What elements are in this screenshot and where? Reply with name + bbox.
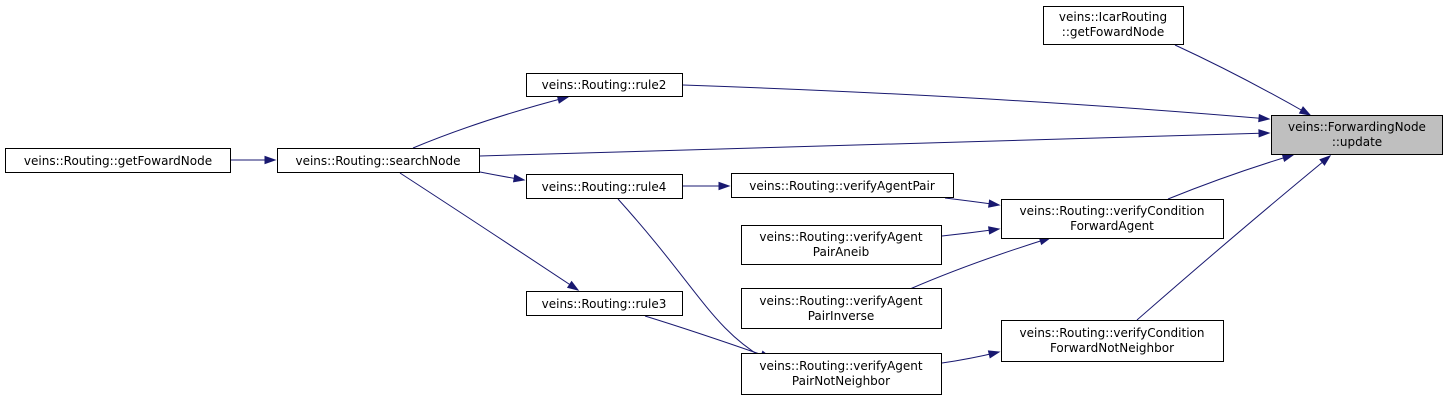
node-box bbox=[1043, 6, 1184, 45]
node-label: veins::Routing::verifyAgentPair bbox=[749, 179, 935, 193]
node-rule4[interactable]: veins::Routing::rule4 bbox=[526, 174, 683, 199]
node-box bbox=[277, 148, 480, 173]
edge-line bbox=[682, 84, 1270, 120]
node-verifyagent-pairnotneighbor[interactable]: veins::Routing::verifyAgent PairNotNeigh… bbox=[741, 353, 942, 395]
edges-layer bbox=[230, 44, 1332, 364]
node-icar-getfowardnode[interactable]: veins::IcarRouting ::getFowardNode bbox=[1043, 6, 1184, 45]
node-label: veins::Routing::rule3 bbox=[542, 297, 667, 311]
node-box bbox=[741, 288, 942, 329]
node-box bbox=[526, 291, 683, 316]
node-label: veins::Routing::rule2 bbox=[542, 78, 667, 92]
node-label: PairNotNeighbor bbox=[792, 374, 890, 388]
node-label: veins::IcarRouting bbox=[1059, 10, 1167, 24]
node-label: veins::Routing::rule4 bbox=[542, 180, 667, 194]
node-box bbox=[1001, 199, 1224, 239]
arrowhead bbox=[1281, 154, 1295, 163]
node-rule2[interactable]: veins::Routing::rule2 bbox=[526, 73, 683, 97]
node-box bbox=[1001, 320, 1224, 362]
node-label: veins::Routing::verifyCondition bbox=[1020, 204, 1205, 218]
node-label: ::getFowardNode bbox=[1062, 25, 1164, 39]
edge-line bbox=[479, 132, 1270, 157]
node-box bbox=[5, 148, 231, 173]
node-label: veins::Routing::verifyCondition bbox=[1020, 326, 1205, 340]
edge-searchnode-to-rule2 bbox=[412, 95, 570, 149]
edge-line bbox=[644, 315, 772, 359]
node-label: PairAneib bbox=[813, 245, 869, 259]
nodes-layer: veins::ForwardingNode ::update veins::Ic… bbox=[5, 6, 1443, 395]
edge-line bbox=[909, 237, 1051, 290]
arrowhead bbox=[1319, 155, 1332, 166]
edge-verifycondition_forwardagent-to-forwarding_update bbox=[1167, 154, 1295, 200]
edge-line bbox=[412, 96, 569, 149]
node-searchnode[interactable]: veins::Routing::searchNode bbox=[277, 148, 480, 173]
arrowhead bbox=[988, 226, 1001, 235]
edge-rule2-to-forwarding_update bbox=[682, 84, 1271, 123]
edge-verifyagentpair-to-verifycondition_forwardagent bbox=[944, 197, 1001, 208]
edge-searchnode-to-rule4 bbox=[479, 171, 526, 183]
node-label: ForwardAgent bbox=[1070, 219, 1154, 233]
edge-icar_getfowardnode-to-forwarding_update bbox=[1174, 44, 1312, 116]
edge-verifyagent_pairnotneighbor-to-verifycondition_forwardnotneighbor bbox=[941, 350, 1001, 364]
node-label: ForwardNotNeighbor bbox=[1050, 341, 1174, 355]
edge-rule4-to-verifyagentpair bbox=[683, 181, 731, 191]
node-box bbox=[526, 73, 683, 97]
node-box bbox=[741, 353, 942, 395]
node-verifycondition-forwardagent[interactable]: veins::Routing::verifyCondition ForwardA… bbox=[1001, 199, 1224, 239]
node-verifyagent-pairinverse[interactable]: veins::Routing::verifyAgent PairInverse bbox=[741, 288, 942, 329]
arrowhead bbox=[566, 280, 580, 291]
node-box bbox=[1271, 115, 1443, 155]
node-box bbox=[526, 174, 683, 199]
node-label: veins::ForwardingNode bbox=[1288, 120, 1426, 134]
arrowhead bbox=[556, 95, 570, 104]
node-label: veins::Routing::verifyAgent bbox=[759, 230, 923, 244]
edge-searchnode-to-forwarding_update bbox=[479, 129, 1271, 157]
node-label: veins::Routing::searchNode bbox=[295, 154, 460, 168]
arrowhead bbox=[987, 350, 1001, 359]
node-forwarding-update[interactable]: veins::ForwardingNode ::update bbox=[1271, 115, 1443, 155]
arrowhead bbox=[1258, 113, 1271, 123]
edge-verifyagent_pairaneib-to-verifycondition_forwardagent bbox=[941, 226, 1001, 237]
arrowhead bbox=[264, 155, 277, 165]
arrowhead bbox=[1258, 129, 1271, 138]
edge-routing_getfowardnode-to-searchnode bbox=[230, 155, 277, 165]
arrowhead bbox=[988, 199, 1001, 208]
node-label: veins::Routing::verifyAgent bbox=[759, 359, 923, 373]
edge-line bbox=[1174, 44, 1311, 116]
edge-verifyagent_pairinverse-to-verifycondition_forwardagent bbox=[909, 237, 1052, 290]
node-box bbox=[731, 173, 954, 198]
edge-rule4-to-verifyagent_pairnotneighbor bbox=[617, 198, 772, 363]
edge-line bbox=[399, 172, 579, 291]
arrowhead bbox=[1298, 106, 1312, 116]
node-rule3[interactable]: veins::Routing::rule3 bbox=[526, 291, 683, 316]
edge-line bbox=[1167, 154, 1294, 200]
node-verifycondition-forwardnotneighbor[interactable]: veins::Routing::verifyCondition ForwardN… bbox=[1001, 320, 1224, 362]
arrowhead bbox=[512, 174, 526, 183]
edge-line bbox=[1136, 155, 1331, 321]
node-verifyagent-pairaneib[interactable]: veins::Routing::verifyAgent PairAneib bbox=[741, 225, 942, 265]
node-verifyagentpair[interactable]: veins::Routing::verifyAgentPair bbox=[731, 173, 954, 198]
edge-line bbox=[617, 198, 771, 363]
node-routing-getfowardnode[interactable]: veins::Routing::getFowardNode bbox=[5, 148, 231, 173]
edge-searchnode-to-rule3 bbox=[399, 172, 580, 291]
node-label: veins::Routing::verifyAgent bbox=[759, 294, 923, 308]
node-box bbox=[741, 225, 942, 265]
node-label: veins::Routing::getFowardNode bbox=[24, 154, 212, 168]
arrowhead bbox=[718, 181, 731, 191]
node-label: ::update bbox=[1332, 135, 1382, 149]
edge-verifycondition_forwardnotneighbor-to-forwarding_update bbox=[1136, 155, 1332, 321]
node-label: PairInverse bbox=[808, 309, 875, 323]
